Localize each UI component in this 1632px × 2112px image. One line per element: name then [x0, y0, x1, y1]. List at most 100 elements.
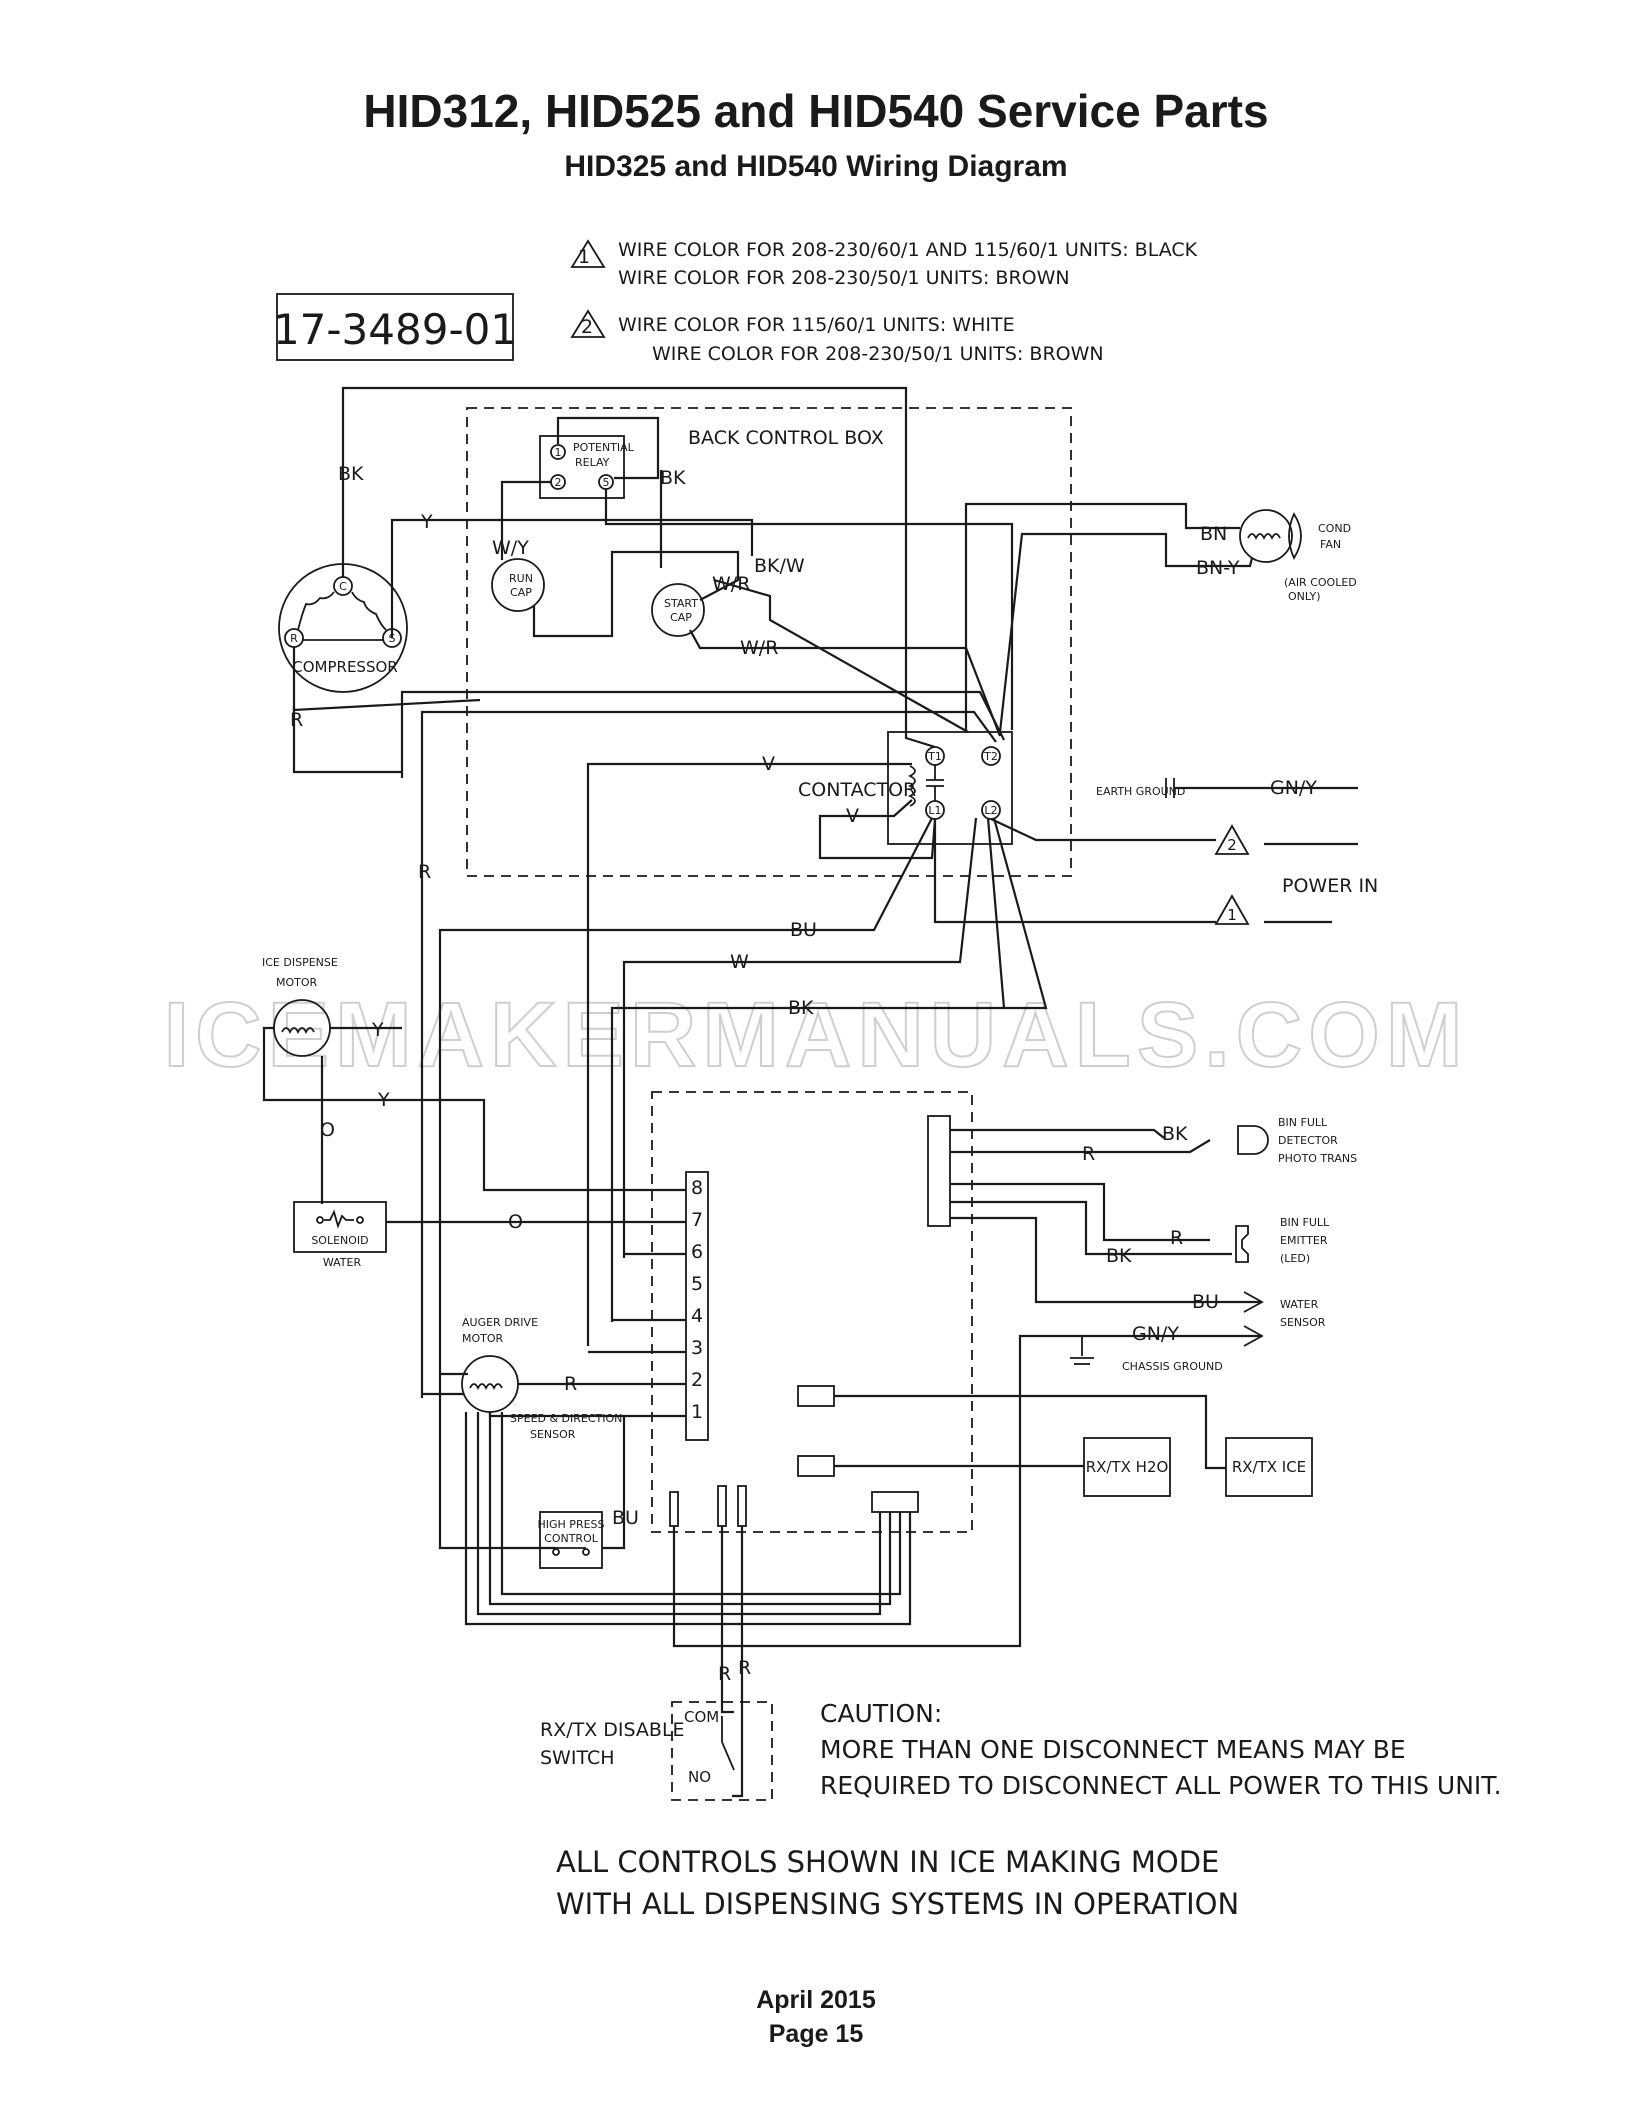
- note-2-line-1: WIRE COLOR FOR 115/60/1 UNITS: WHITE: [618, 314, 1015, 336]
- relay-terminal-5-label: 5: [603, 476, 610, 489]
- pin-6: 6: [691, 1241, 703, 1263]
- compressor-terminal-r-label: R: [290, 632, 298, 645]
- rxtx-disable-label-1: RX/TX DISABLE: [540, 1719, 685, 1741]
- solenoid-label-1: SOLENOID: [311, 1234, 368, 1247]
- ice-dispense-motor-winding: [281, 1027, 315, 1035]
- wire-r-switch-com: [720, 1526, 734, 1714]
- contactor-t2-label: T2: [983, 750, 998, 763]
- wire-label-bk-relay: BK: [660, 467, 686, 489]
- bin-detector-label-1: BIN FULL: [1278, 1116, 1328, 1129]
- note-1-triangle: [570, 239, 606, 268]
- wire-sensor-cable-4: [464, 1412, 912, 1626]
- compressor-winding-start: [351, 591, 387, 631]
- wire-y-compressor-s: [390, 518, 754, 638]
- compressor-terminal-c-label: C: [339, 580, 347, 593]
- wire-gny-chassis: [1018, 1334, 1262, 1564]
- wire-bkw: [713, 578, 969, 733]
- wire-label-r-switch-1: R: [718, 1663, 731, 1685]
- condenser-fan-winding: [1247, 533, 1281, 541]
- wire-bk-compressor-c: [341, 386, 936, 749]
- pin-4: 4: [691, 1305, 703, 1327]
- cond-fan-label-2: FAN: [1320, 538, 1341, 551]
- high-press-contact-right: [582, 1548, 590, 1556]
- cond-fan-label-1: COND: [1318, 522, 1351, 535]
- wire-wy-run-cap: [500, 480, 551, 560]
- note-2-triangle: [570, 309, 606, 338]
- potential-relay-label-1: POTENTIAL: [573, 441, 635, 454]
- wire-label-gny-earth: GN/Y: [1270, 777, 1317, 799]
- wire-bu-highpress-left: [438, 1374, 556, 1550]
- board-pin-right: [737, 1485, 747, 1527]
- pin-8: 8: [691, 1177, 703, 1199]
- note-1-line-2: WIRE COLOR FOR 208-230/50/1 UNITS: BROWN: [618, 267, 1070, 289]
- wire-v-upper: [586, 762, 912, 1346]
- wire-sensor-cable-2: [488, 1412, 892, 1606]
- drawing-number-box: [276, 293, 514, 361]
- wire-label-bk-low: BK: [788, 997, 814, 1019]
- note-2-marker: 2: [581, 316, 593, 338]
- water-sensor-label-1: WATER: [1280, 1298, 1319, 1311]
- run-cap-label-1: RUN: [509, 572, 533, 585]
- water-sensor-arrow-icon: [1243, 1291, 1264, 1313]
- board-pin-mid: [717, 1485, 727, 1527]
- switch-blade-icon: [721, 1741, 735, 1771]
- wire-r-emitter: [950, 1182, 1210, 1242]
- bin-detector-label-3: PHOTO TRANS: [1278, 1152, 1357, 1165]
- rxtx-disable-switch: [671, 1701, 773, 1801]
- water-sensor-label-2: SENSOR: [1280, 1316, 1326, 1329]
- wire-l2-down: [986, 817, 1006, 1009]
- run-cap-label-2: CAP: [510, 586, 532, 599]
- wire-r-bin-detector: [950, 1139, 1211, 1154]
- board-pin-left: [669, 1491, 679, 1527]
- wire-label-o-1: O: [320, 1119, 335, 1141]
- note-1-line-1: WIRE COLOR FOR 208-230/60/1 AND 115/60/1…: [618, 239, 1198, 261]
- wire-label-v-2: V: [846, 805, 859, 827]
- start-capacitor: [651, 583, 705, 637]
- wire-label-r-switch-2: R: [738, 1657, 751, 1679]
- footer-date: April 2015: [756, 1986, 876, 2014]
- high-pressure-control: [539, 1511, 603, 1569]
- watermark: ICEMAKERMANUALS.COM: [164, 984, 1469, 1086]
- wire-bu-contactor: [438, 817, 933, 1374]
- wire-label-r-comp: R: [290, 709, 303, 731]
- page-subtitle: HID325 and HID540 Wiring Diagram: [564, 150, 1068, 183]
- rxtx-h2o-connector: [797, 1455, 835, 1477]
- auger-motor-winding: [469, 1383, 503, 1391]
- wire-label-bny: BN-Y: [1196, 557, 1240, 579]
- bin-emitter-label-3: (LED): [1280, 1252, 1310, 1265]
- bin-detector-label-2: DETECTOR: [1278, 1134, 1338, 1147]
- rxtx-ice-label: RX/TX ICE: [1232, 1458, 1306, 1476]
- contactor-t1-label: T1: [927, 750, 942, 763]
- wire-v-lower: [818, 799, 937, 860]
- relay-terminal-1-label: 1: [555, 446, 562, 459]
- wire-y-ice-dispense-to-pin8: [262, 1026, 686, 1192]
- wire-label-w: W: [730, 951, 749, 973]
- bin-emitter-label-1: BIN FULL: [1280, 1216, 1330, 1229]
- wire-rxtx-ice: [834, 1394, 1226, 1470]
- wire-r-auger: [420, 710, 997, 1398]
- back-control-box: [466, 407, 1072, 877]
- note-2-line-2: WIRE COLOR FOR 208-230/50/1 UNITS: BROWN: [652, 343, 1104, 365]
- wire-label-r-auger: R: [564, 1373, 577, 1395]
- page-title: HID312, HID525 and HID540 Service Parts: [363, 85, 1269, 137]
- start-cap-label-1: START: [664, 597, 698, 610]
- solenoid-label-2: WATER: [323, 1256, 362, 1269]
- wire-sensor-cable-1: [476, 1412, 882, 1616]
- rxtx-h2o-box: [1083, 1437, 1171, 1497]
- caution-head: CAUTION:: [820, 1699, 942, 1728]
- footer-page: Page 15: [768, 2020, 864, 2048]
- wire-bk-bin-detector: [950, 1128, 1165, 1139]
- wire-label-r-left: R: [418, 861, 431, 883]
- potential-relay: [539, 435, 625, 499]
- wire-l1-power: [933, 819, 1216, 924]
- air-cooled-label-2: ONLY): [1288, 590, 1321, 603]
- control-board-box: [651, 1091, 973, 1533]
- contactor-label: CONTACTOR: [798, 779, 916, 801]
- wire-r-switch-no: [732, 1526, 744, 1798]
- earth-ground-label: EARTH GROUND: [1096, 785, 1185, 798]
- speed-sensor-label-1: SPEED & DIRECTION: [510, 1412, 622, 1425]
- contactor-l2-label: L2: [984, 804, 997, 817]
- relay-terminal-1: [550, 444, 566, 460]
- wire-label-y-s: Y: [420, 511, 433, 533]
- wire-label-y-dispense: Y: [371, 1019, 384, 1041]
